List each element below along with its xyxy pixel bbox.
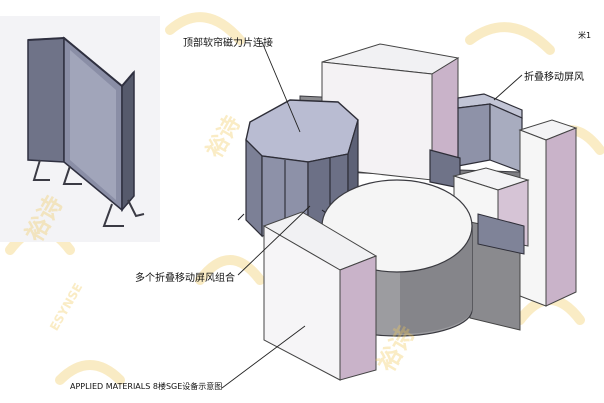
render-feet — [32, 159, 145, 227]
right-screen-panel-1 — [457, 103, 491, 167]
diagram-caption: APPLIED MATERIALS 8楼SGE设备示意图 — [70, 382, 223, 391]
octagon-top-cover — [245, 99, 359, 163]
front-block-side — [339, 255, 377, 381]
render-panel-right — [121, 69, 135, 213]
corner-mark: 米1 — [578, 31, 592, 40]
right-screen-group — [429, 93, 523, 189]
isometric-scene — [237, 43, 578, 381]
label-multi-folding-group: 多个折叠移动屏风组合 — [135, 273, 235, 284]
leader-top-connection — [261, 41, 301, 133]
render-panel-left — [27, 37, 65, 163]
folding-screen-render — [0, 16, 160, 242]
leader-folding-screen — [493, 74, 523, 101]
leader-lines — [221, 41, 523, 389]
render-glass-highlight — [70, 50, 116, 200]
leader-multi-group — [237, 205, 311, 276]
label-folding-screen: 折叠移动屏风 — [524, 72, 584, 83]
render-top-frame — [27, 36, 135, 88]
label-top-connection: 顶部软帘磁力片连接 — [183, 38, 273, 49]
leader-caption — [221, 325, 306, 389]
drum-side-screen — [477, 213, 525, 255]
octagon-wall-1 — [245, 138, 263, 238]
wall-right-side — [545, 127, 577, 307]
